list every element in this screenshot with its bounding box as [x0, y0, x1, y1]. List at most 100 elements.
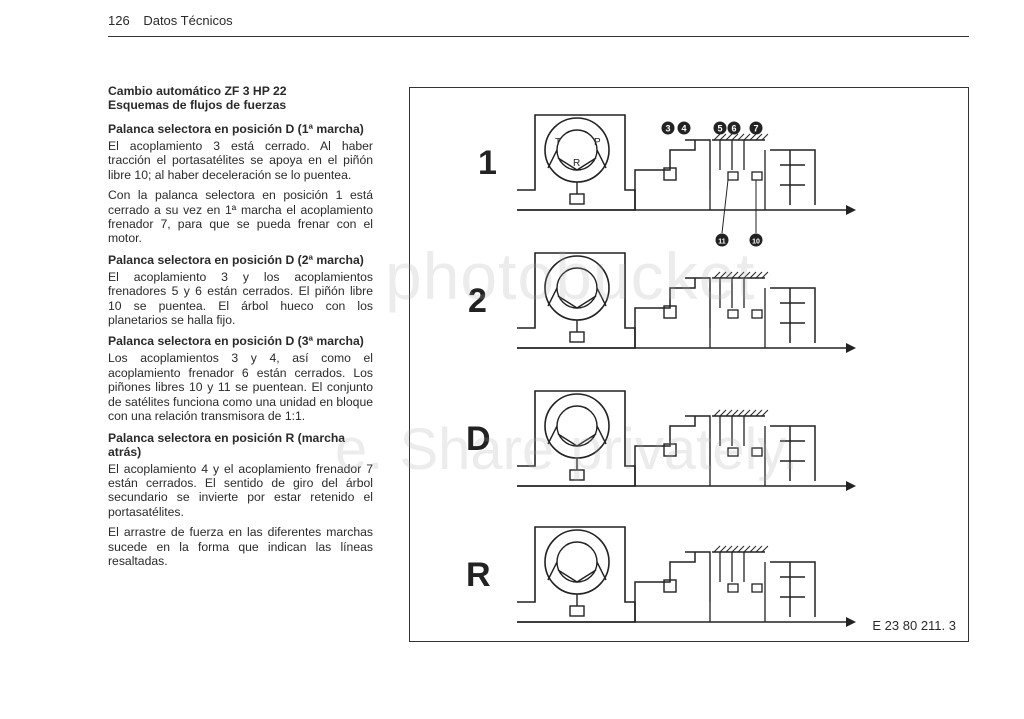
freewheel-11	[727, 583, 739, 593]
freewheel-10	[751, 583, 763, 593]
hatch-mark	[761, 545, 769, 553]
freewheel-11	[727, 447, 739, 457]
gear-label: 2	[468, 282, 487, 320]
hatch-mark	[719, 271, 727, 279]
freewheel-10	[751, 171, 763, 181]
clutch-drum	[634, 552, 696, 622]
hatch-mark	[749, 409, 757, 417]
heading-line-1: Cambio automático ZF 3 HP 22	[108, 84, 287, 98]
hatch-mark	[761, 409, 769, 417]
stator-freewheel	[569, 605, 585, 617]
output-arrow	[846, 617, 856, 627]
gear-label: 1	[478, 144, 497, 182]
hatch-mark	[725, 409, 733, 417]
stator-freewheel	[569, 193, 585, 205]
hatch-mark	[755, 545, 763, 553]
paragraph-reverse-a: El acoplamiento 4 y el acoplamiento fren…	[108, 461, 373, 519]
output-arrow	[846, 205, 856, 215]
hatch-mark	[731, 271, 739, 279]
gear-schematic-2: 2	[468, 252, 856, 353]
clutch-drum	[634, 278, 696, 348]
hatch-mark	[713, 271, 721, 279]
hatch-mark	[749, 271, 757, 279]
housing-outline	[517, 390, 636, 487]
callout-leader	[721, 179, 729, 234]
torque-converter	[544, 529, 610, 595]
stator-freewheel	[569, 469, 585, 481]
hatch-mark	[713, 545, 721, 553]
housing-outline	[517, 526, 636, 623]
page-number: 126	[108, 13, 130, 28]
planet-carrier	[709, 150, 766, 210]
planetary-gearset	[770, 425, 816, 481]
planetary-gearset	[770, 149, 816, 205]
reactor-label: R	[573, 158, 580, 169]
clutch-4	[685, 551, 711, 602]
hatch-mark	[731, 409, 739, 417]
callout-dot	[715, 233, 729, 247]
output-arrow	[846, 343, 856, 353]
clutch-drum	[634, 140, 696, 210]
hatch-mark	[737, 545, 745, 553]
torque-converter	[544, 255, 610, 321]
paragraph-2nd: El acoplamiento 3 y los acoplamientos fr…	[108, 269, 373, 328]
turbine-label: T	[555, 137, 561, 148]
planet-carrier	[709, 288, 766, 348]
paragraph-3rd: Los acoplamientos 3 y 4, así como el aco…	[108, 351, 373, 424]
clutch-3	[663, 305, 677, 319]
section-heading-2nd: Palanca selectora en posición D (2ª marc…	[108, 252, 364, 267]
hatch-mark	[731, 545, 739, 553]
hatch-mark	[743, 133, 751, 141]
planetary-gearset	[770, 561, 816, 617]
hatch-mark	[737, 409, 745, 417]
hatch-mark	[713, 133, 721, 141]
freewheel-11	[727, 171, 739, 181]
paragraph-1st-b: Con la palanca selectora en posición 1 e…	[108, 188, 373, 246]
callout-dot	[749, 233, 763, 247]
callout-number: 7	[753, 124, 758, 134]
hatch-mark	[755, 409, 763, 417]
freewheel-10	[751, 309, 763, 319]
planet-carrier	[709, 426, 766, 486]
text-column: Cambio automático ZF 3 HP 22 Esquemas de…	[108, 84, 373, 574]
hatch-mark	[725, 545, 733, 553]
housing-outline	[517, 252, 636, 349]
clutch-3	[663, 579, 677, 593]
converter-vanes	[547, 149, 607, 171]
section-heading-3rd: Palanca selectora en posición D (3ª marc…	[108, 334, 364, 349]
header-rule	[108, 36, 969, 37]
converter-vanes	[547, 425, 607, 447]
callout-number: 6	[731, 124, 736, 134]
callout-dot	[677, 121, 691, 135]
hatch-mark	[761, 133, 769, 141]
callout-number: 5	[717, 124, 722, 134]
header-title: Datos Técnicos	[143, 13, 233, 28]
hatch-mark	[737, 271, 745, 279]
gear-label: D	[466, 420, 491, 458]
freewheel-10	[751, 447, 763, 457]
clutch-4	[685, 277, 711, 328]
converter-vanes	[547, 287, 607, 309]
converter-hub	[556, 541, 598, 583]
hatch-mark	[731, 133, 739, 141]
callout-number: 3	[665, 124, 670, 134]
callout-number: 4	[681, 124, 686, 134]
converter-hub	[556, 405, 598, 447]
callout-dot	[661, 121, 675, 135]
hatch-mark	[719, 409, 727, 417]
hatch-mark	[749, 545, 757, 553]
hatch-mark	[743, 271, 751, 279]
callout-number: 11	[718, 239, 726, 246]
pump-label: P	[594, 137, 601, 148]
hatch-mark	[761, 271, 769, 279]
gear-schematic-4: R	[466, 526, 856, 627]
hatch-mark	[749, 133, 757, 141]
callout-dot	[713, 121, 727, 135]
clutch-drum	[634, 416, 696, 486]
hatch-mark	[719, 133, 727, 141]
callout-dot	[727, 121, 741, 135]
hatch-mark	[713, 409, 721, 417]
clutch-3	[663, 167, 677, 181]
